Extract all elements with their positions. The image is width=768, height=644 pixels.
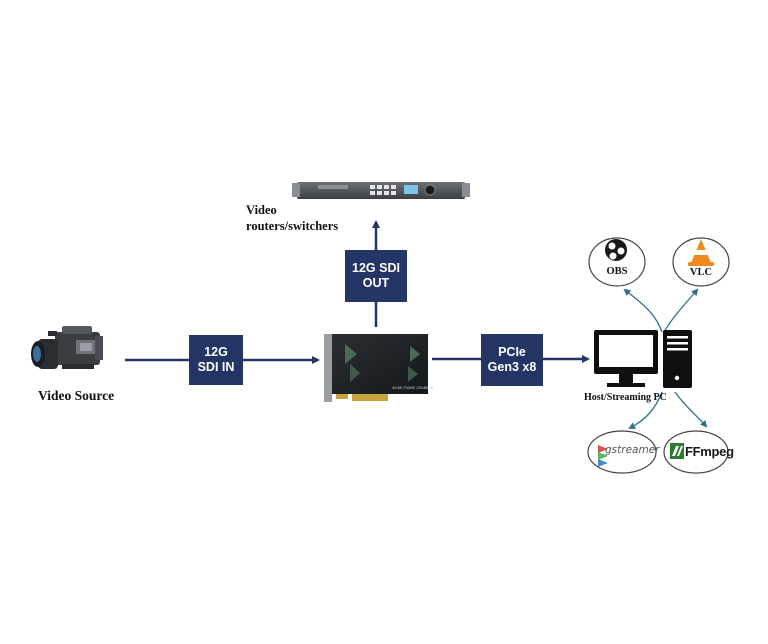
host-pc-label: Host/Streaming PC — [584, 392, 667, 403]
obs-label: OBS — [606, 266, 628, 277]
branch-to-vlc — [663, 288, 699, 333]
sdi-in-line1: 12G — [204, 345, 228, 359]
branch-to-ffmpeg — [674, 391, 708, 428]
routers-label-line1: Video — [246, 203, 277, 217]
sdi-in-box: 12G SDI IN — [189, 335, 243, 385]
gstreamer-logo-icon — [587, 430, 657, 474]
vlc-cone-icon — [672, 237, 730, 287]
pc-tower-icon — [663, 330, 692, 388]
rack-router-icon — [292, 182, 470, 199]
ffmpeg-logo-icon — [663, 430, 729, 474]
pcie-line2: Gen3 x8 — [487, 360, 537, 374]
sdi-in-line2: SDI IN — [197, 360, 235, 374]
pcie-capture-card-icon — [324, 334, 428, 402]
gstreamer-label: gstreamer — [605, 444, 660, 456]
sdi-out-line2: OUT — [362, 276, 390, 290]
ffmpeg-label: FFmpeg — [685, 444, 734, 459]
branch-to-gstreamer — [628, 391, 663, 429]
sdi-out-box: 12G SDI OUT — [345, 250, 407, 302]
monitor-icon — [594, 330, 658, 387]
card-print-text: 4K/8K FRAME GRABBER — [392, 386, 434, 390]
obs-logo-icon — [588, 237, 646, 287]
vlc-label: VLC — [689, 267, 713, 278]
pcie-line1: PCIe — [498, 345, 526, 359]
sdi-out-line1: 12G SDI — [352, 261, 400, 275]
branch-to-obs — [623, 288, 663, 333]
routers-label-line2: routers/switchers — [246, 219, 339, 233]
video-source-label: Video Source — [38, 388, 115, 403]
video-camera-icon — [31, 326, 103, 369]
pcie-box: PCIe Gen3 x8 — [481, 334, 543, 386]
